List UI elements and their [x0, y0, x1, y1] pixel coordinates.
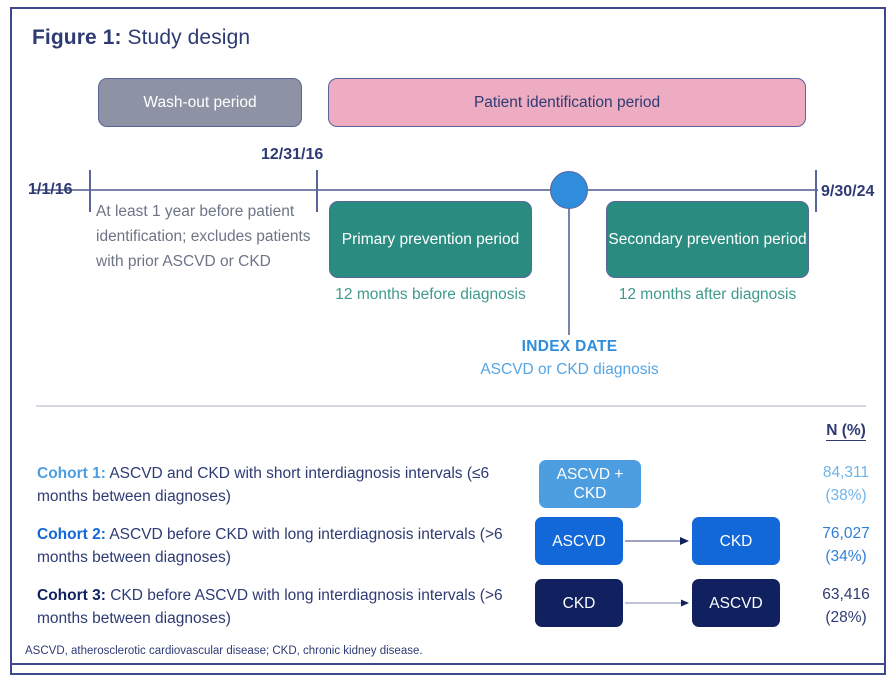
cohort-3-text: CKD before ASCVD with long interdiagnosi…	[37, 587, 503, 627]
n-percent-header-label: N (%)	[826, 422, 866, 441]
figure-footnote: ASCVD, atherosclerotic cardiovascular di…	[25, 645, 423, 657]
cohort-1-tag-ascvd-plus-ckd: ASCVD + CKD	[539, 460, 641, 508]
cohort-1-label: Cohort 1:	[37, 465, 106, 482]
cohort-2-tag-ckd: CKD	[692, 517, 780, 565]
cohort-2-n-value: 76,027 (34%)	[808, 522, 884, 568]
cohort-3-count: 63,416	[822, 586, 870, 603]
cohort-3-tag-ascvd: ASCVD	[692, 579, 780, 627]
timeline-date-mid: 12/31/16	[261, 146, 324, 163]
section-divider	[36, 405, 866, 407]
index-date-marker-icon	[550, 171, 588, 209]
cohort-3-n-value: 63,416 (28%)	[808, 583, 884, 629]
figure-frame: Figure 1: Study design Wash-out period P…	[10, 7, 886, 675]
cohort-1-count: 84,311	[822, 464, 870, 481]
figure-title-text: Study design	[121, 26, 251, 49]
cohort-1-n-value: 84,311 (38%)	[808, 461, 884, 507]
washout-period-banner: Wash-out period	[98, 78, 302, 127]
timeline-axis	[32, 189, 818, 191]
figure-label: Figure 1:	[32, 26, 122, 49]
timeline-date-start: 1/1/16	[28, 181, 73, 198]
timeline-tick-mid	[316, 170, 318, 212]
cohort-2-percent: (34%)	[825, 548, 867, 565]
cohort-3-label: Cohort 3:	[37, 587, 106, 604]
n-percent-column-header: N (%)	[808, 422, 884, 441]
washout-description: At least 1 year before patient identific…	[96, 203, 311, 270]
primary-prevention-caption: 12 months before diagnosis	[335, 286, 526, 303]
index-date-connector	[568, 209, 570, 335]
cohort-2-count: 76,027	[822, 525, 870, 542]
timeline-tick-end	[815, 170, 817, 212]
secondary-prevention-caption: 12 months after diagnosis	[618, 286, 797, 303]
cohort-2-label: Cohort 2:	[37, 526, 106, 543]
cohort-2-tag-ascvd: ASCVD	[535, 517, 623, 565]
index-date-subtitle: ASCVD or CKD diagnosis	[480, 361, 659, 378]
patient-identification-period-banner: Patient identification period	[328, 78, 806, 127]
primary-prevention-period-box: Primary prevention period	[329, 201, 532, 278]
cohort-3-arrow-icon	[625, 599, 689, 607]
cohort-3-tag-ckd: CKD	[535, 579, 623, 627]
cohort-1-text: ASCVD and CKD with short interdiagnosis …	[37, 465, 490, 505]
secondary-prevention-period-box: Secondary prevention period	[606, 201, 809, 278]
cohort-2-arrow-icon	[625, 537, 689, 545]
footnote-rule	[12, 663, 884, 665]
cohort-2-description: Cohort 2: ASCVD before CKD with long int…	[37, 523, 512, 569]
cohort-2-text: ASCVD before CKD with long interdiagnosi…	[37, 526, 503, 566]
cohort-1-description: Cohort 1: ASCVD and CKD with short inter…	[37, 462, 512, 508]
cohort-3-description: Cohort 3: CKD before ASCVD with long int…	[37, 584, 512, 630]
cohort-1-percent: (38%)	[825, 487, 867, 504]
timeline-tick-start	[89, 170, 91, 212]
index-date-title: INDEX DATE	[521, 338, 618, 355]
page-title: Figure 1: Study design	[32, 26, 250, 50]
timeline-date-end: 9/30/24	[821, 183, 875, 200]
cohort-3-percent: (28%)	[825, 609, 867, 626]
